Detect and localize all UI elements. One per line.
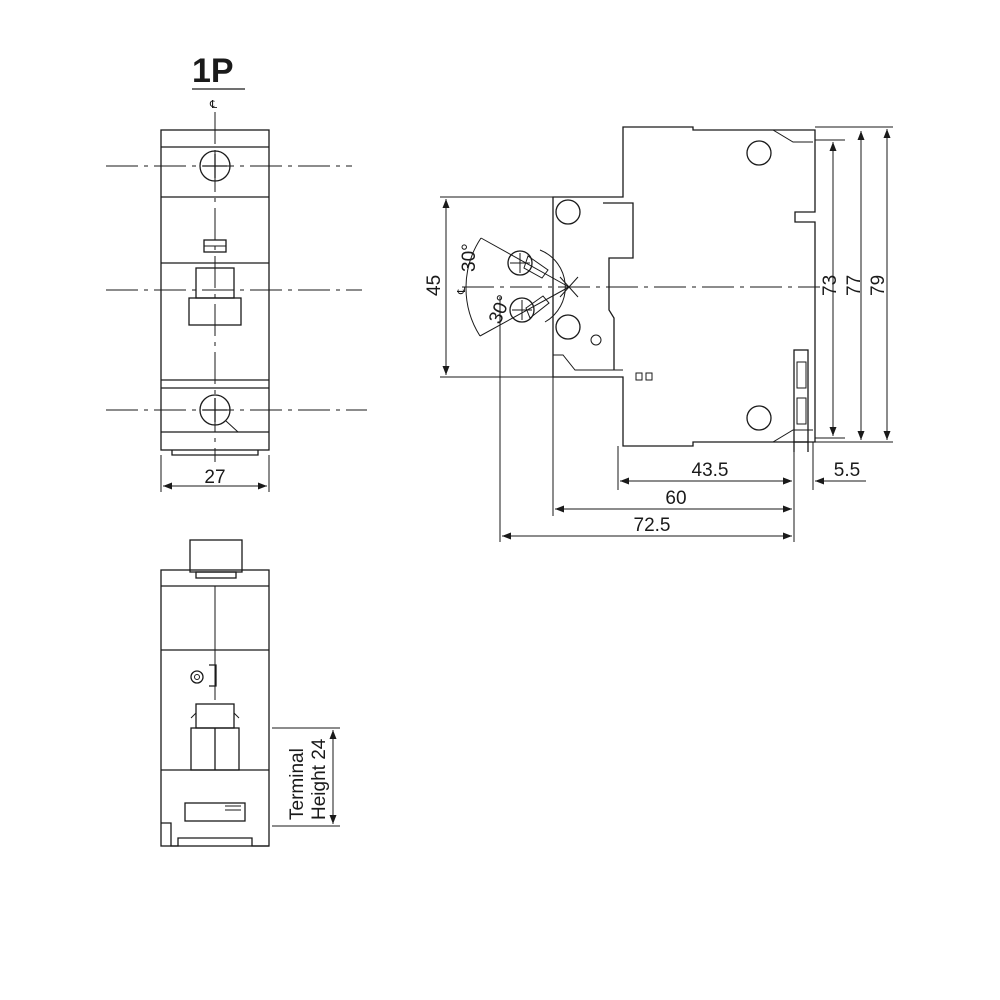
front-width-label: 27 — [204, 467, 225, 488]
side-din-clip — [793, 349, 809, 443]
depth-72-5-label: 72.5 — [634, 515, 671, 536]
height-45-label: 45 — [424, 275, 445, 296]
depth-5-5-label: 5.5 — [834, 460, 860, 481]
bottom-pin-icon — [190, 670, 204, 684]
side-top-mount-hole — [746, 140, 772, 166]
bottom-terminal-block — [195, 703, 235, 729]
front-view: ℄ — [106, 99, 367, 492]
bottom-pin-slot — [209, 664, 217, 687]
terminal-height-label-line2: Height 24 — [309, 738, 330, 820]
title-1p: 1P — [192, 52, 234, 90]
side-lever-upper-position — [507, 250, 533, 276]
side-upper-hole — [555, 199, 581, 225]
terminal-height-label-line1: Terminal — [287, 748, 308, 820]
bottom-din-rail-slot — [161, 822, 269, 847]
height-79-label: 79 — [868, 275, 889, 296]
side-angle-top-label: 30° — [459, 243, 480, 272]
side-small-hole — [590, 334, 602, 346]
front-bottom-screw-icon — [199, 394, 239, 433]
side-face-step — [603, 202, 634, 370]
bottom-lever-top — [189, 539, 243, 573]
height-77-label: 77 — [844, 275, 865, 296]
side-view: ℄ 30° 30° 45 73 77 79 — [424, 126, 893, 542]
side-bottom-mount-hole — [746, 405, 772, 431]
bottom-screw-slot — [184, 802, 246, 822]
bottom-body-outline — [160, 569, 270, 847]
side-centerline-symbol: ℄ — [456, 287, 468, 295]
front-centerline-symbol: ℄ — [209, 99, 217, 111]
side-lower-hole — [555, 314, 581, 340]
height-73-label: 73 — [820, 275, 841, 296]
side-lever-lower-position — [509, 297, 535, 323]
depth-43-5-label: 43.5 — [692, 460, 729, 481]
depth-60-label: 60 — [665, 488, 686, 509]
bottom-view: Terminal Height 24 — [160, 539, 340, 847]
